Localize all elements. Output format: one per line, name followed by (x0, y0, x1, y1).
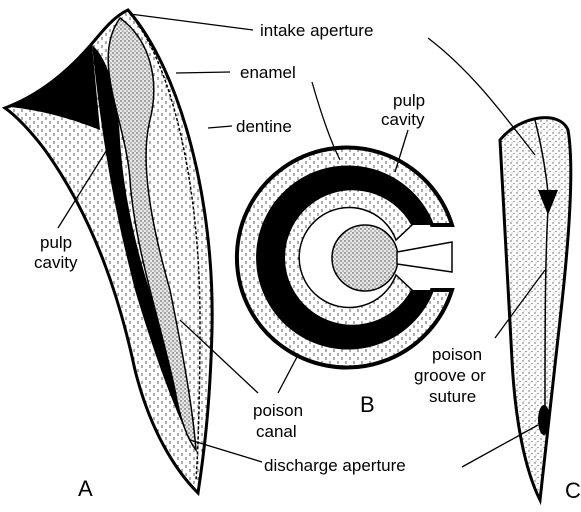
label-poison-groove-3: suture (429, 387, 476, 406)
label-pulp-cavity-a-2: cavity (34, 253, 78, 272)
label-poison-canal-2: canal (256, 422, 297, 441)
fang-c-outline (500, 118, 571, 500)
figure-letter-a: A (78, 476, 93, 501)
label-pulp-cavity-b-2: cavity (381, 110, 425, 129)
figure-letter-c: C (565, 478, 581, 503)
label-poison-groove-2: groove or (414, 366, 486, 385)
label-pulp-cavity-a-1: pulp (40, 233, 72, 252)
fang-external-view (500, 118, 571, 500)
label-discharge-aperture: discharge aperture (264, 456, 406, 475)
leader-intake-a (130, 14, 253, 30)
fang-b-canal-channel (397, 242, 452, 272)
leader-enamel (176, 72, 230, 73)
leader-dentine (208, 126, 232, 128)
fang-transverse-section (237, 148, 452, 368)
label-intake-aperture: intake aperture (260, 21, 373, 40)
figure-letter-b: B (360, 392, 375, 417)
fang-c-discharge-notch (538, 405, 550, 435)
label-dentine: dentine (236, 117, 292, 136)
label-enamel: enamel (240, 63, 296, 82)
label-poison-canal-1: poison (253, 401, 303, 420)
label-pulp-cavity-b-1: pulp (393, 91, 425, 110)
leader-canal-b (278, 355, 298, 393)
fang-b-pulp-core (332, 225, 398, 291)
fang-longitudinal-section (5, 10, 212, 493)
label-poison-groove-1: poison (432, 345, 482, 364)
